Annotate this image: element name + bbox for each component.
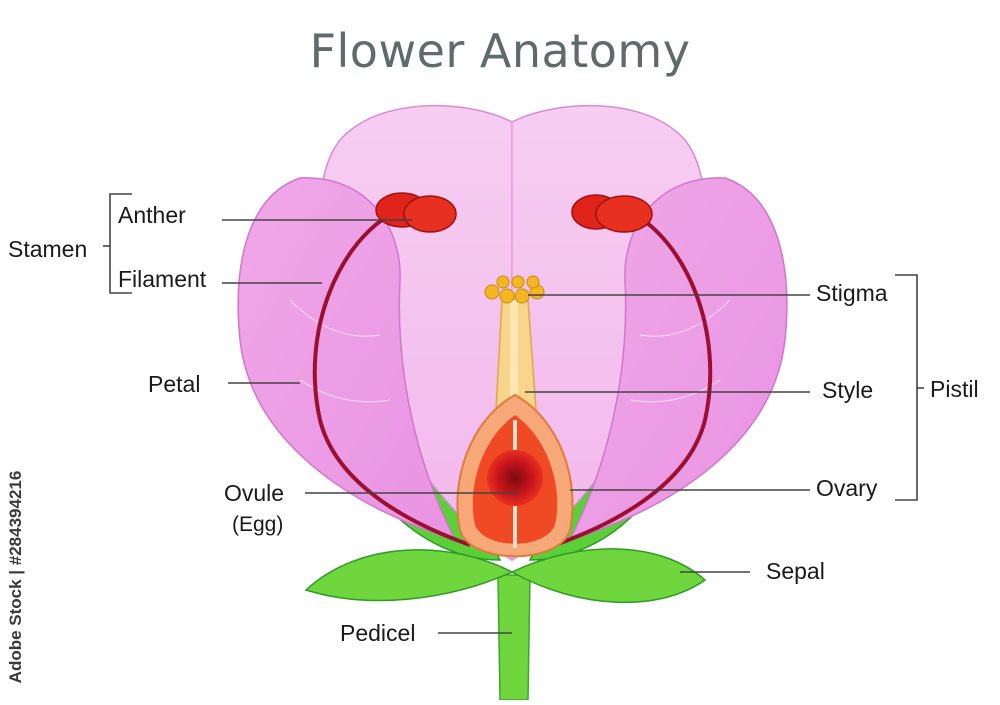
stamen-label: Stamen (8, 236, 88, 262)
sepal-label: Sepal (766, 558, 825, 584)
pistil-label: Pistil (930, 376, 979, 402)
sepal-right (510, 548, 707, 604)
stigma-label: Stigma (816, 280, 888, 306)
pistil-bracket (895, 274, 918, 501)
filament-label: Filament (118, 266, 207, 292)
petal-label: Petal (148, 371, 201, 397)
ovule (487, 450, 543, 506)
egg-label: (Egg) (232, 513, 284, 536)
filament-right (554, 210, 713, 547)
pedicel-label: Pedicel (340, 620, 416, 646)
page-title: Flower Anatomy (309, 24, 691, 78)
pedicel-stem (497, 574, 531, 701)
ovary-label: Ovary (816, 475, 878, 501)
anther-left (375, 192, 457, 233)
style-label: Style (822, 377, 874, 403)
watermark-text: Adobe Stock | #284394216 (6, 470, 25, 684)
anther-right (571, 194, 653, 233)
stock-watermark: Adobe Stock | #284394216 (2, 462, 30, 692)
filament-left (312, 210, 471, 547)
anther-label: Anther (118, 202, 186, 228)
stamen-bracket (109, 193, 132, 294)
ovule-label: Ovule (224, 480, 285, 506)
